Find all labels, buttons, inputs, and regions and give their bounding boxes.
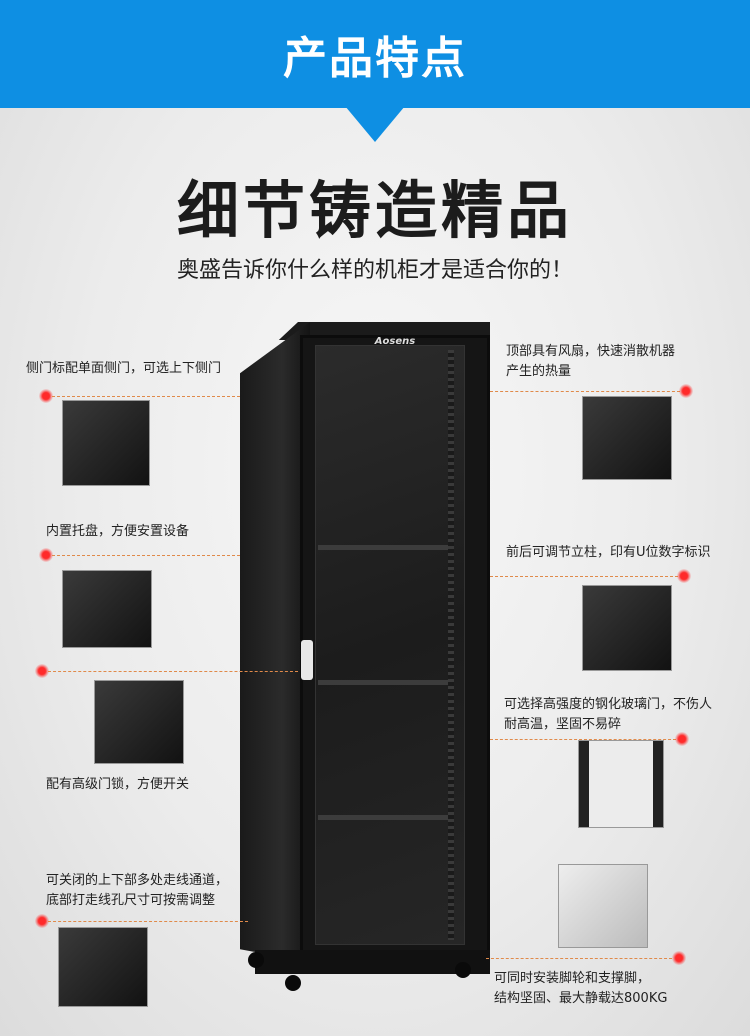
fan-thumbnail bbox=[582, 396, 672, 480]
leader-line bbox=[48, 921, 248, 922]
lock-thumbnail bbox=[94, 680, 184, 764]
casters-thumbnail bbox=[558, 864, 648, 948]
callout-cable-1: 可关闭的上下部多处走线通道， bbox=[46, 873, 229, 888]
cabinet-base bbox=[255, 950, 490, 974]
banner-arrow bbox=[345, 106, 405, 142]
cable-thumbnail bbox=[58, 927, 148, 1007]
marker-dot bbox=[39, 389, 53, 403]
callout-top-fan-2: 产生的热量 bbox=[506, 364, 572, 379]
marker-dot bbox=[677, 569, 691, 583]
wheel-icon bbox=[455, 962, 471, 978]
cabinet-shelf bbox=[318, 545, 448, 550]
leader-line bbox=[52, 555, 240, 556]
wheel-icon bbox=[248, 952, 264, 968]
header-banner: 产品特点 bbox=[0, 0, 750, 108]
callout-lock: 配有高级门锁，方便开关 bbox=[46, 777, 190, 792]
subheadline: 奥盛告诉你什么样的机柜才是适合你的！ bbox=[176, 258, 573, 283]
side-door-thumbnail bbox=[62, 400, 150, 486]
callout-side-door: 侧门标配单面侧门，可选上下侧门 bbox=[26, 361, 222, 376]
leader-line bbox=[52, 396, 240, 397]
cabinet-shelf bbox=[318, 680, 448, 685]
door-lock-handle bbox=[301, 640, 313, 680]
marker-dot bbox=[39, 548, 53, 562]
marker-dot bbox=[672, 951, 686, 965]
posts-thumbnail bbox=[582, 585, 672, 671]
glass-door-thumbnail bbox=[578, 740, 664, 828]
banner-title: 产品特点 bbox=[283, 33, 467, 84]
callout-posts: 前后可调节立柱，印有U位数字标识 bbox=[506, 545, 711, 560]
leader-line bbox=[490, 576, 678, 577]
callout-glass-2: 耐高温，坚固不易碎 bbox=[504, 717, 622, 732]
callout-wheels-2: 结构坚固、最大静载达800KG bbox=[494, 991, 668, 1006]
leader-line bbox=[486, 958, 672, 959]
marker-dot bbox=[679, 384, 693, 398]
tray-thumbnail bbox=[62, 570, 152, 648]
cabinet-side bbox=[240, 322, 310, 962]
cabinet-rail bbox=[448, 350, 454, 940]
marker-dot bbox=[675, 732, 689, 746]
headline: 细节铸造精品 bbox=[176, 174, 573, 247]
leader-line bbox=[490, 391, 680, 392]
callout-wheels-1: 可同时安装脚轮和支撑脚， bbox=[494, 971, 651, 986]
leader-line bbox=[48, 671, 298, 672]
callout-glass-1: 可选择高强度的钢化玻璃门，不伤人 bbox=[504, 697, 713, 712]
callout-tray: 内置托盘，方便安置设备 bbox=[46, 524, 190, 539]
leader-line bbox=[490, 739, 676, 740]
cabinet-shelf bbox=[318, 815, 448, 820]
cabinet-brand: Aosens bbox=[374, 336, 416, 347]
callout-top-fan-1: 顶部具有风扇，快速消散机器 bbox=[506, 344, 676, 359]
marker-dot bbox=[35, 914, 49, 928]
wheel-icon bbox=[285, 975, 301, 991]
callout-cable-2: 底部打走线孔尺寸可按需调整 bbox=[46, 893, 216, 908]
marker-dot bbox=[35, 664, 49, 678]
cabinet-glass-door bbox=[315, 345, 465, 945]
